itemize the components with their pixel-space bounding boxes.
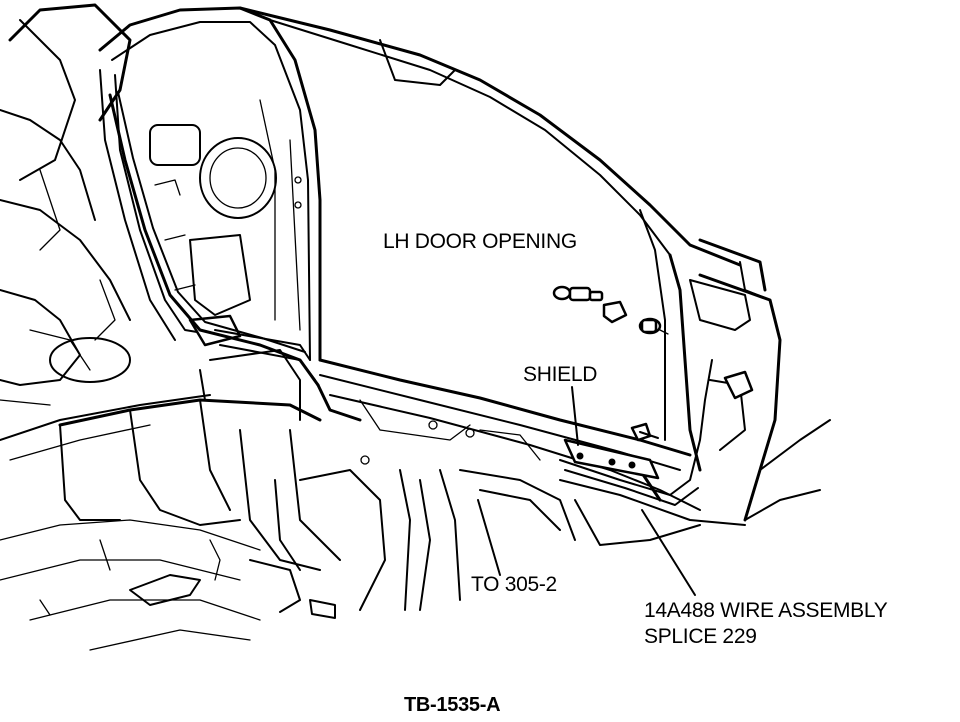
to-connector-leader-line [477,499,501,576]
rear-wheelhouse [0,3,211,461]
a-pillar-roof-rail [238,6,771,441]
shield-part [563,438,660,480]
rocker-panel [318,358,746,546]
leader-lines [477,386,696,596]
bolt-icon [630,422,659,442]
b-pillar-base-bracket [188,314,316,381]
splice-label: SPLICE 229 [644,625,757,648]
figure-id-label: TB-1535-A [404,694,501,716]
wire-assembly-label: 14A488 WIRE ASSEMBLY [644,599,888,622]
shield-leader-line [571,386,579,446]
to-connector-label: TO 305-2 [471,573,557,596]
wire-harness [108,91,713,506]
floor-pan [0,349,576,651]
wire-assembly-leader-line [641,509,696,596]
door-opening-label: LH DOOR OPENING [383,230,577,253]
hinge-pillar [668,253,831,522]
shield-label: SHIELD [523,363,598,386]
connector-plug-icon [552,285,669,335]
